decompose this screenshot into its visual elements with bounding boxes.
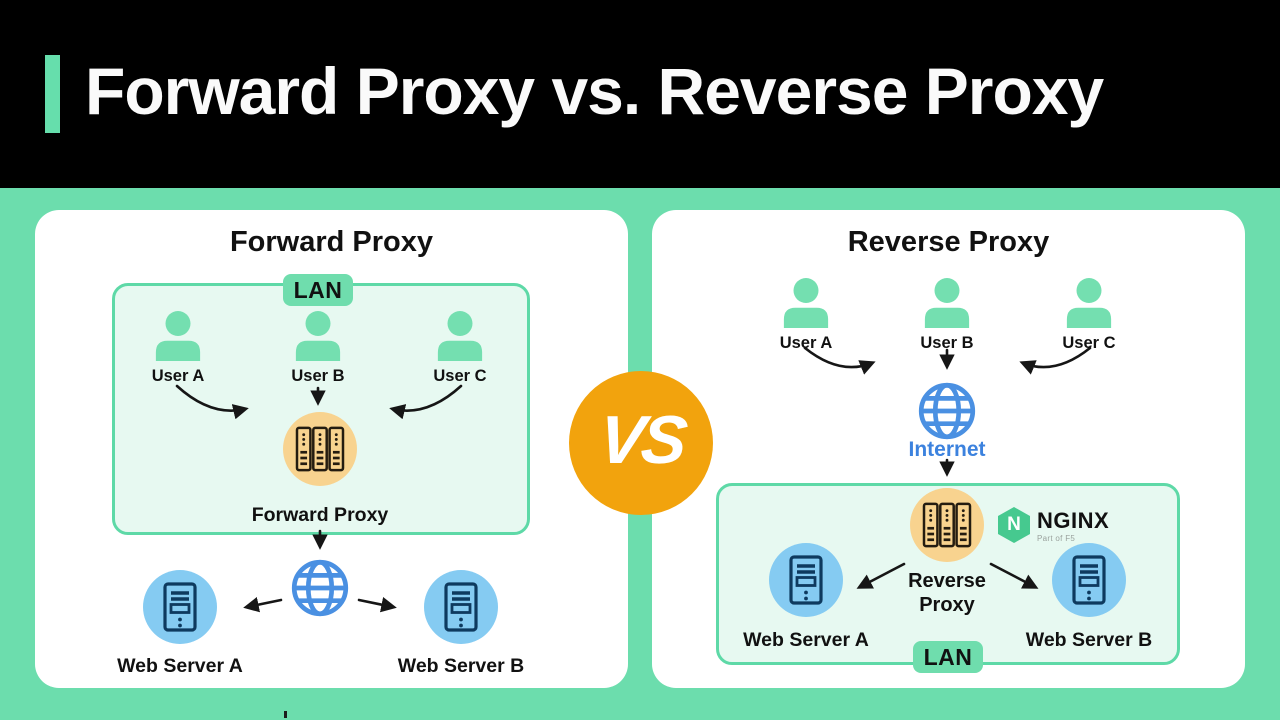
user-label: User A [779, 334, 833, 352]
forward-lan-tab: LAN [283, 274, 353, 306]
internet-globe-icon [917, 381, 977, 441]
reverse-lan-tab: LAN [913, 641, 983, 673]
person-icon [924, 278, 970, 328]
forward-web-server-a-node [143, 570, 217, 644]
reverse-proxy-caption-line1: Reverse [908, 570, 986, 592]
server-tower-icon [789, 555, 823, 605]
person-icon [437, 311, 483, 361]
forward-user-c: User C [400, 311, 520, 386]
reverse-web-server-a-node [769, 543, 843, 617]
header: Forward Proxy vs. Reverse Proxy [0, 0, 1280, 188]
title-accent-bar [45, 55, 60, 133]
proxy-rack-icon [922, 502, 972, 548]
vs-badge: VS [569, 371, 713, 515]
vs-text: VS [594, 402, 688, 478]
forward-web-server-b-caption: Web Server B [397, 655, 525, 677]
server-tower-icon [163, 582, 197, 632]
reverse-web-server-b-caption: Web Server B [1025, 629, 1153, 651]
reverse-proxy-caption-line2: Proxy [919, 594, 975, 616]
forward-lan-label: LAN [293, 276, 343, 303]
reverse-lan-label: LAN [923, 643, 973, 670]
reverse-user-a: User A [746, 278, 866, 353]
reverse-web-server-b-node [1052, 543, 1126, 617]
reverse-panel-title: Reverse Proxy [847, 226, 1050, 258]
proxy-rack-icon [295, 426, 345, 472]
reverse-web-server-a-caption: Web Server A [743, 629, 869, 651]
person-icon [295, 311, 341, 361]
user-label: User A [151, 367, 205, 385]
user-label: User B [291, 367, 345, 385]
nginx-name: NGINX [1037, 508, 1110, 533]
server-tower-icon [444, 582, 478, 632]
person-icon [783, 278, 829, 328]
reverse-user-b: User B [887, 278, 1007, 353]
internet-globe-icon [290, 558, 350, 618]
reverse-proxy-caption: Reverse Proxy [837, 569, 1057, 617]
internet-caption: Internet [908, 438, 986, 461]
nginx-tagline: Part of F5 [1037, 534, 1076, 543]
user-label: User C [1062, 334, 1116, 352]
forward-web-server-a-caption: Web Server A [117, 655, 243, 677]
reverse-proxy-panel: Reverse Proxy User A User B [652, 210, 1245, 688]
forward-web-server-b-node [424, 570, 498, 644]
page-title: Forward Proxy vs. Reverse Proxy [85, 54, 1104, 128]
nginx-initial: N [1007, 514, 1021, 535]
forward-user-a: User A [118, 311, 238, 386]
person-icon [155, 311, 201, 361]
server-tower-icon [1072, 555, 1106, 605]
forward-panel-title: Forward Proxy [229, 226, 434, 258]
user-label: User B [920, 334, 974, 352]
reverse-proxy-node [910, 488, 984, 562]
forward-proxy-caption: Forward Proxy [251, 504, 389, 526]
nginx-hexagon-icon: N [998, 507, 1030, 543]
nginx-logo: N NGINX Part of F5 [998, 507, 1109, 543]
person-icon [1066, 278, 1112, 328]
forward-proxy-node [283, 412, 357, 486]
forward-user-b: User B [258, 311, 378, 386]
stray-mark [284, 711, 287, 718]
reverse-user-c: User C [1029, 278, 1149, 353]
user-label: User C [433, 367, 487, 385]
forward-proxy-panel: Forward Proxy LAN User A [35, 210, 628, 688]
